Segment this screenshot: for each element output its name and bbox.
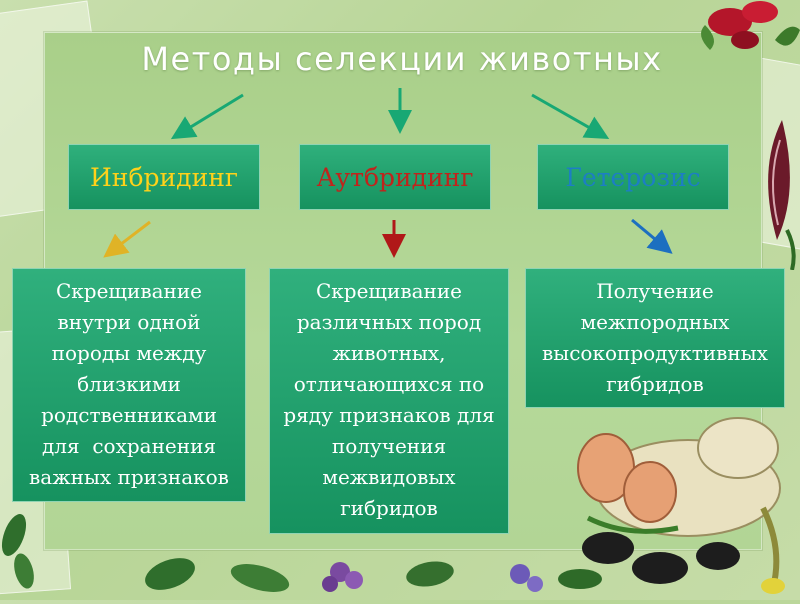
description-line: для сохранения	[41, 434, 217, 458]
description-line: межпородных	[580, 310, 730, 334]
method-label-inbreeding: Инбридинг	[90, 162, 238, 192]
description-line: Получение	[596, 279, 714, 303]
slide-title: Методы селекции животных	[141, 40, 663, 78]
description-line: животных,	[332, 341, 446, 365]
method-label-outbreeding: Аутбридинг	[316, 162, 474, 192]
plant-illustrations	[145, 558, 602, 592]
description-line: важных признаков	[29, 465, 229, 489]
arrow-heterosis-to-description	[631, 218, 673, 254]
description-line: ряду признаков для	[283, 403, 495, 427]
description-line: межвидовых	[322, 465, 456, 489]
cartoon-animal-figure	[577, 417, 785, 594]
method-box-outbreeding: Аутбридинг	[299, 144, 491, 210]
arrow-title-to-heterosis	[531, 93, 610, 139]
description-box-heterosis: Получение межпородных высокопродуктивных…	[525, 268, 785, 408]
description-line: близкими	[77, 372, 181, 396]
description-line: различных пород	[296, 310, 482, 334]
description-line: высокопродуктивных	[542, 341, 768, 365]
description-line: отличающихся по	[293, 372, 485, 396]
method-box-inbreeding: Инбридинг	[68, 144, 260, 210]
description-line: родственниками	[41, 403, 217, 427]
description-line: Скрещивание	[315, 279, 463, 303]
method-box-heterosis: Гетерозис	[537, 144, 729, 210]
description-line: гибридов	[606, 372, 704, 396]
description-line: Скрещивание	[55, 279, 203, 303]
description-line: породы между	[51, 341, 207, 365]
description-box-inbreeding: Скрещивание внутри одной породы между бл…	[12, 268, 246, 502]
description-line: гибридов	[340, 496, 438, 520]
arrow-inbreeding-to-description	[103, 220, 151, 258]
arrow-title-to-inbreeding	[170, 93, 244, 140]
description-box-outbreeding: Скрещивание различных пород животных, от…	[269, 268, 509, 534]
left-plant-illustration	[1, 514, 34, 589]
description-line: внутри одной	[57, 310, 201, 334]
description-line: получения	[331, 434, 447, 458]
method-label-heterosis: Гетерозис	[565, 162, 701, 192]
red-flower-illustration	[701, 1, 800, 50]
purple-flower-illustration	[768, 120, 796, 270]
